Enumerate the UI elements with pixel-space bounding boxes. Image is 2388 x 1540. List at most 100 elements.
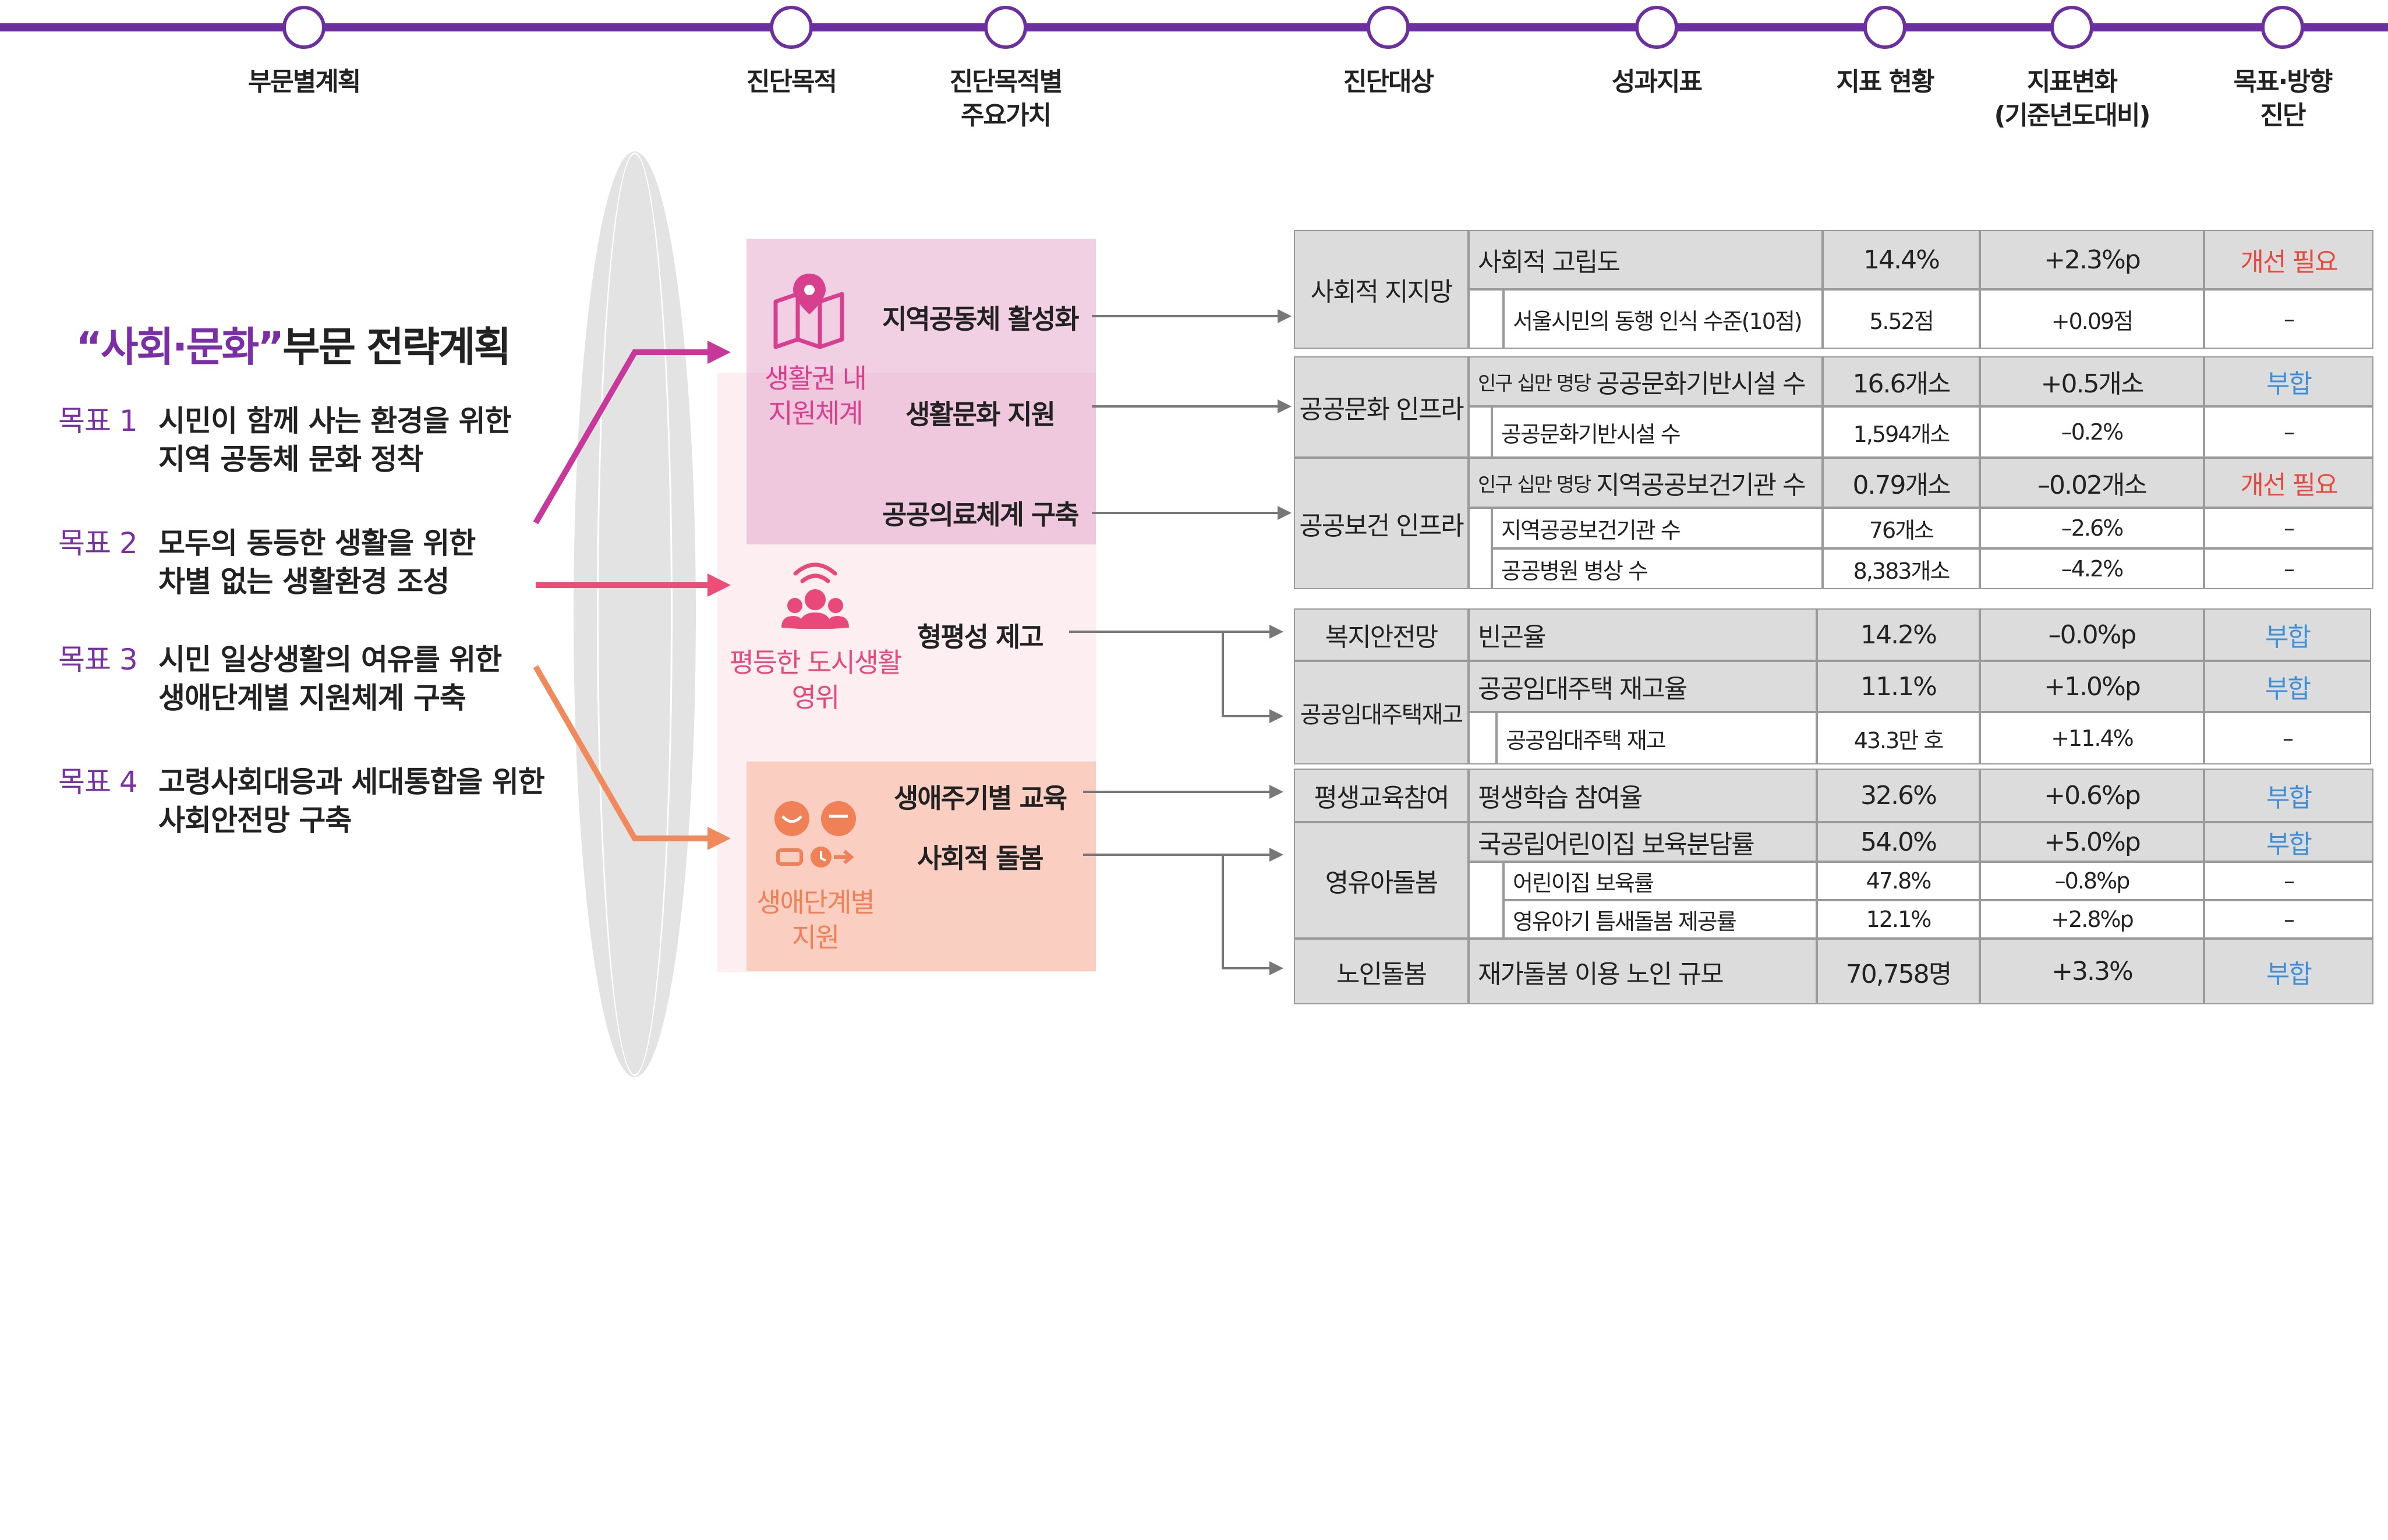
theme-label-lifecycle: 생애단계별 지원 — [756, 887, 875, 953]
diagnosis-cell: – — [2204, 508, 2373, 548]
indicator-cell: 공공임대주택 재고 — [1497, 712, 1817, 764]
indicator-cell: 공공임대주택 재고율 — [1469, 661, 1817, 712]
value-cell: 16.6개소 — [1823, 356, 1980, 406]
timeline-label-indicator: 성과지표 — [1612, 67, 1703, 97]
indent-cell — [1469, 406, 1492, 458]
value-cell: 47.8% — [1817, 862, 1980, 900]
goal-label: 목표 2 — [58, 526, 138, 560]
lens-highlight — [597, 153, 673, 1076]
change-cell: +0.09점 — [1980, 289, 2204, 349]
timeline-node — [1863, 6, 1906, 49]
indicator-prefix: 인구 십만 명당 — [1478, 371, 1591, 395]
target-cell: 사회적 지지망 — [1294, 230, 1469, 349]
change-cell: –4.2% — [1980, 548, 2204, 589]
value-cell: 12.1% — [1817, 900, 1980, 939]
timeline-node — [984, 6, 1027, 49]
indicator-cell: 서울시민의 동행 인식 수준(10점) — [1503, 289, 1823, 349]
value-cell: 14.2% — [1817, 608, 1980, 661]
change-cell: –2.6% — [1980, 508, 2204, 548]
goal-text: 모두의 동등한 생활을 위한 차별 없는 생활환경 조성 — [158, 526, 476, 599]
diagnosis-cell: 부합 — [2204, 661, 2371, 712]
diagnosis-cell: 개선 필요 — [2204, 230, 2373, 289]
timeline-node — [2261, 6, 2304, 49]
target-cell: 노인돌봄 — [1294, 939, 1469, 1004]
indent-cell — [1469, 712, 1497, 764]
timeline-label-values: 진단목적별 주요가치 — [949, 67, 1063, 130]
diagnosis-cell: – — [2204, 712, 2371, 764]
indicator-cell: 어린이집 보육률 — [1503, 862, 1817, 900]
change-cell: –0.2% — [1980, 406, 2204, 458]
value-equity: 형평성 제고 — [917, 621, 1044, 653]
indicator-cell: 재가돌봄 이용 노인 규모 — [1469, 939, 1817, 1004]
diagnosis-cell: 부합 — [2204, 769, 2373, 822]
diagnosis-cell: – — [2204, 900, 2373, 939]
timeline-label-target: 진단대상 — [1343, 67, 1434, 97]
goal-label: 목표 4 — [58, 765, 138, 799]
change-cell: +0.5개소 — [1980, 356, 2204, 406]
timeline-bar — [0, 23, 2388, 31]
indicator-cell: 국공립어린이집 보육분담률 — [1469, 822, 1817, 862]
plan-title: “사회·문화”부문 전략계획 — [76, 314, 511, 373]
change-cell: +3.3% — [1980, 939, 2204, 1004]
goal-text: 고령사회대응과 세대통합을 위한 사회안전망 구축 — [158, 765, 545, 837]
value-cell: 32.6% — [1817, 769, 1980, 822]
goal-label: 목표 1 — [58, 404, 138, 438]
theme-label-support: 생활권 내 지원체계 — [765, 363, 867, 429]
value-cell: 11.1% — [1817, 661, 1980, 712]
diagnosis-cell: 부합 — [2204, 822, 2373, 862]
target-cell: 공공임대주택재고 — [1294, 661, 1469, 764]
indicator-cell: 공공문화기반시설 수 — [1492, 406, 1823, 458]
value-cell: 8,383개소 — [1823, 548, 1980, 589]
target-cell: 공공보건 인프라 — [1294, 458, 1469, 589]
goal-text: 시민 일상생활의 여유를 위한 생애단계별 지원체계 구축 — [158, 643, 502, 715]
indent-cell — [1469, 289, 1503, 349]
timeline-node — [2050, 6, 2093, 49]
indicator-cell: 지역공공보건기관 수 — [1492, 508, 1823, 548]
value-medical: 공공의료체계 구축 — [882, 499, 1080, 530]
target-cell: 공공문화 인프라 — [1294, 356, 1469, 458]
indicator-cell: 빈곤율 — [1469, 608, 1817, 661]
timeline-label-plan: 부문별계획 — [247, 67, 361, 97]
plan-title-rest: 부문 전략계획 — [282, 323, 511, 371]
value-cell: 1,594개소 — [1823, 406, 1980, 458]
theme-panel-lifecycle — [747, 762, 1096, 971]
timeline-label-purpose: 진단목적 — [747, 67, 837, 97]
value-cell: 0.79개소 — [1823, 458, 1980, 508]
value-cell: 43.3만 호 — [1817, 712, 1980, 764]
goal-label: 목표 3 — [58, 643, 138, 677]
value-care: 사회적 돌봄 — [917, 842, 1044, 874]
indicator-cell: 사회적 고립도 — [1469, 230, 1823, 289]
indicator-name: 지역공공보건기관 수 — [1596, 470, 1806, 500]
value-cell: 70,758명 — [1817, 939, 1980, 1004]
diagnosis-cell: – — [2204, 289, 2373, 349]
timeline-node — [1635, 6, 1678, 49]
diagnosis-cell: 부합 — [2204, 939, 2373, 1004]
indicator-cell: 평생학습 참여율 — [1469, 769, 1817, 822]
value-culture: 생활문화 지원 — [905, 399, 1056, 430]
timeline-node — [282, 6, 326, 49]
diagnosis-cell: 개선 필요 — [2204, 458, 2373, 508]
indicator-cell: 공공병원 병상 수 — [1492, 548, 1823, 589]
indicator-name: 공공문화기반시설 수 — [1596, 369, 1806, 399]
change-cell: +2.8%p — [1980, 900, 2204, 939]
indicator-prefix: 인구 십만 명당 — [1478, 473, 1591, 497]
timeline-label-diagnosis: 목표·방향 진단 — [2233, 67, 2333, 130]
change-cell: +5.0%p — [1980, 822, 2204, 862]
indent-cell — [1469, 862, 1503, 939]
change-cell: –0.8%p — [1980, 862, 2204, 900]
indicator-cell: 영유아기 틈새돌봄 제공률 — [1503, 900, 1817, 939]
diagnosis-cell: – — [2204, 548, 2373, 589]
change-cell: +1.0%p — [1980, 661, 2204, 712]
change-cell: +0.6%p — [1980, 769, 2204, 822]
change-cell: +2.3%p — [1980, 230, 2204, 289]
diagnosis-cell: 부합 — [2204, 356, 2373, 406]
timeline-label-status: 지표 현황 — [1836, 67, 1934, 97]
timeline-node — [1367, 6, 1410, 49]
plan-title-sector: “사회·문화” — [76, 323, 284, 371]
value-community: 지역공동체 활성화 — [882, 303, 1080, 335]
indent-cell — [1469, 508, 1492, 589]
target-cell: 영유아돌봄 — [1294, 822, 1469, 939]
diagnosis-cell: – — [2204, 406, 2373, 458]
